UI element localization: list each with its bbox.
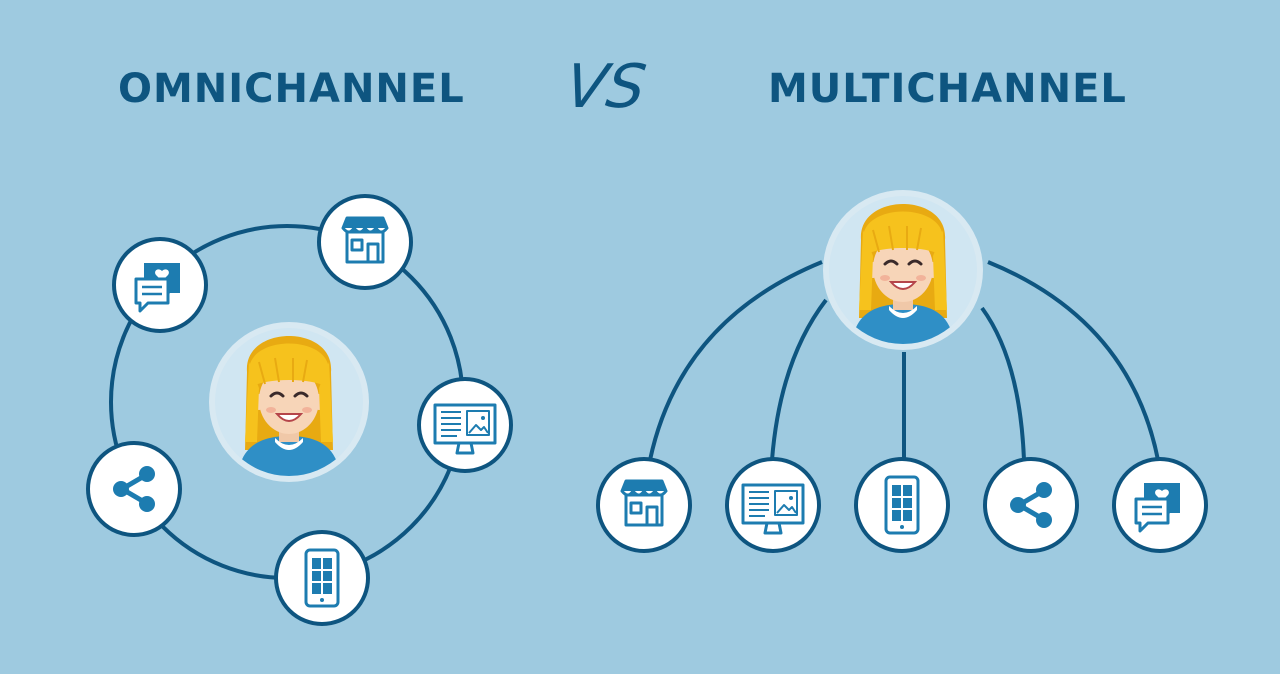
multichannel-share-icon: [983, 457, 1079, 553]
omnichannel-customer-avatar: [209, 322, 369, 492]
omnichannel-title: OMNICHANNEL: [118, 66, 465, 112]
multichannel-website-icon: [725, 457, 821, 553]
omnichannel-mobile-icon: [274, 530, 370, 626]
multichannel-customer-avatar: [823, 190, 983, 360]
omnichannel-share-icon: [86, 441, 182, 537]
multichannel-store-icon: [596, 457, 692, 553]
multichannel-connectors: [648, 260, 1160, 461]
connector-chat: [987, 260, 1160, 461]
connector-website: [770, 298, 828, 461]
omnichannel-chat-icon: [112, 237, 208, 333]
multichannel-title: MULTICHANNEL: [768, 66, 1127, 112]
omnichannel-store-icon: [317, 194, 413, 290]
connector-share: [980, 306, 1026, 461]
omnichannel-website-icon: [417, 377, 513, 473]
connector-store: [648, 260, 823, 461]
multichannel-chat-icon: [1112, 457, 1208, 553]
multichannel-mobile-icon: [854, 457, 950, 553]
